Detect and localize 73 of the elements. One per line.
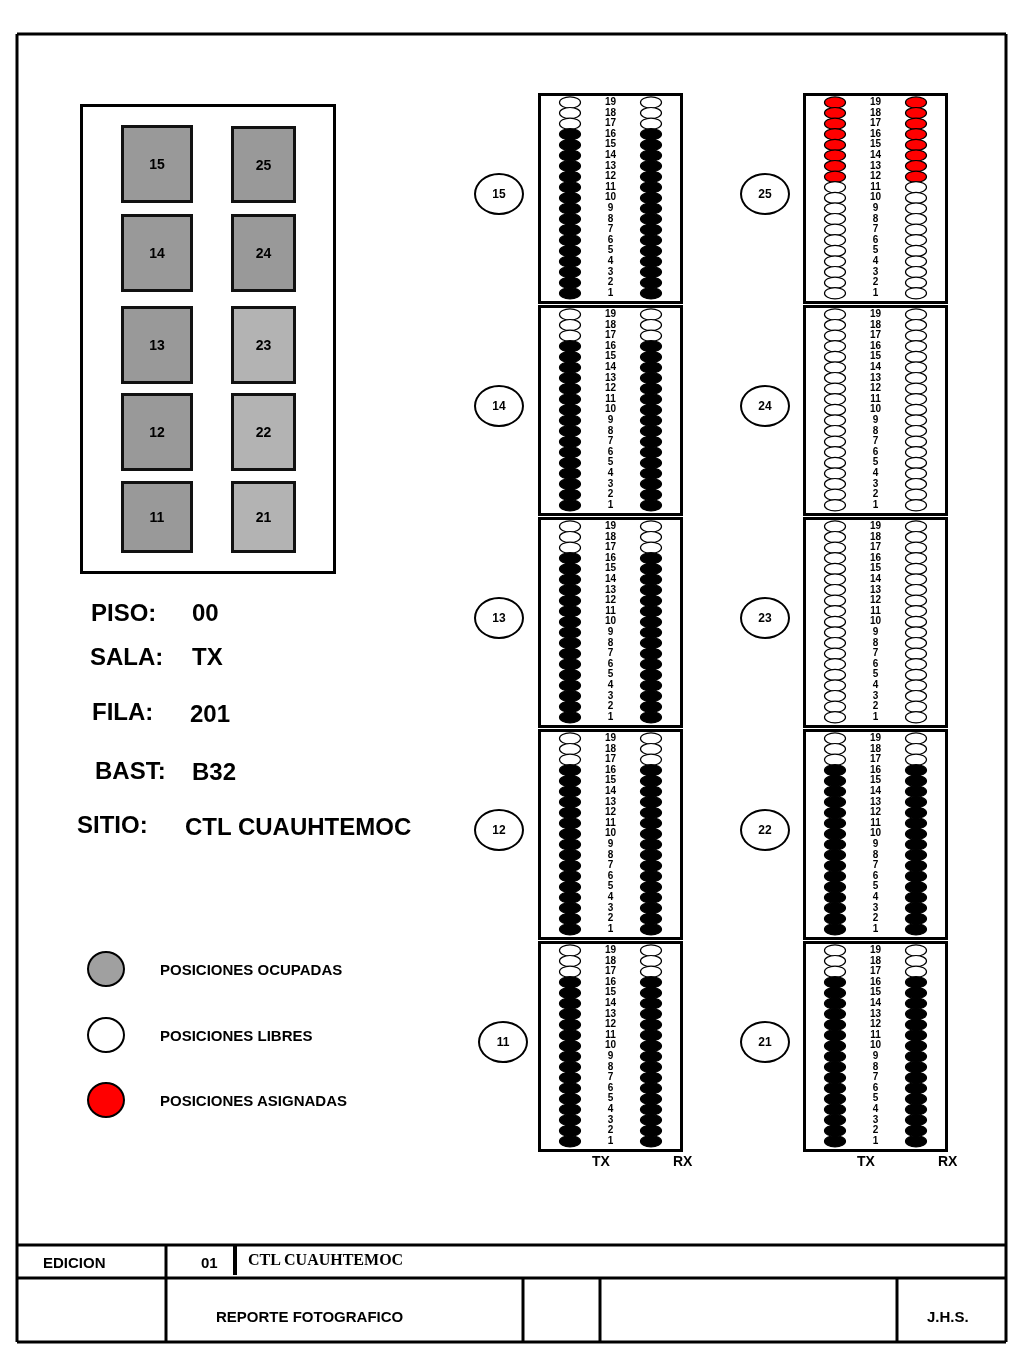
- rack-slot: [121, 306, 193, 384]
- field-label: SITIO:: [77, 811, 148, 839]
- panel-number-circle: [474, 809, 524, 851]
- position-numbers: 19 18 17 16 15 14 13 12 11 10 9 8 7 6 5 4 3 2 1: [869, 97, 882, 299]
- slot-number: 12: [492, 823, 506, 837]
- slot-number: 11: [496, 1035, 510, 1049]
- slot-number: 22: [758, 823, 772, 837]
- table-text: J.H.S.: [927, 1308, 969, 1325]
- slot-number: 15: [492, 187, 506, 201]
- rack-outline: [80, 104, 336, 574]
- field-value: 201: [190, 700, 231, 728]
- column-label: RX: [938, 1153, 958, 1169]
- legend-text: POSICIONES OCUPADAS: [160, 961, 343, 978]
- position-numbers: 19 18 17 16 15 14 13 12 11 10 9 8 7 6 5 4 3 2 1: [604, 309, 617, 511]
- slot-number: 12: [149, 424, 165, 440]
- panel-number-circle: [474, 597, 524, 639]
- rack-slot: [121, 393, 193, 471]
- slot-number: 13: [492, 611, 506, 625]
- field-label: BAST:: [95, 757, 166, 785]
- panel-number-circle: [474, 385, 524, 427]
- position-numbers: 19 18 17 16 15 14 13 12 11 10 9 8 7 6 5 4 3 2 1: [869, 945, 882, 1147]
- slot-number: 11: [149, 509, 165, 525]
- panel-number-circle: [740, 173, 790, 215]
- rack-slot: [231, 126, 296, 203]
- field-label: PISO:: [91, 599, 157, 627]
- position-numbers: 19 18 17 16 15 14 13 12 11 10 9 8 7 6 5 4 3 2 1: [869, 309, 882, 511]
- field-value: TX: [192, 643, 223, 671]
- table-text: EDICION: [43, 1254, 106, 1271]
- position-numbers: 19 18 17 16 15 14 13 12 11 10 9 8 7 6 5 4 3 2 1: [869, 733, 882, 935]
- panel-number-circle: [740, 1021, 790, 1063]
- rack-slot: [231, 393, 296, 471]
- legend-text: POSICIONES ASIGNADAS: [160, 1092, 347, 1109]
- slot-number: 25: [758, 187, 772, 201]
- slot-number: 25: [255, 156, 272, 173]
- position-numbers: 19 18 17 16 15 14 13 12 11 10 9 8 7 6 5 4 3 2 1: [604, 521, 617, 723]
- position-numbers: 19 18 17 16 15 14 13 12 11 10 9 8 7 6 5 4 3 2 1: [869, 521, 882, 723]
- column-label: TX: [857, 1153, 875, 1169]
- position-numbers: 19 18 17 16 15 14 13 12 11 10 9 8 7 6 5 4 3 2 1: [604, 733, 617, 935]
- column-label: TX: [592, 1153, 610, 1169]
- rack-slot: [121, 214, 193, 292]
- panel-number-circle: [740, 385, 790, 427]
- slot-number: 15: [149, 156, 165, 172]
- rack-slot: [121, 481, 193, 553]
- slot-number: 22: [255, 424, 272, 440]
- table-text: CTL CUAUHTEMOC: [248, 1251, 404, 1269]
- field-value: B32: [192, 758, 237, 786]
- rack-slot: [231, 306, 296, 384]
- slot-number: 21: [255, 509, 272, 525]
- table-text: 01: [201, 1254, 218, 1271]
- panel-number-circle: [478, 1021, 528, 1063]
- field-label: SALA:: [90, 643, 164, 671]
- slot-number: 14: [492, 399, 506, 413]
- panel-number-circle: [474, 173, 524, 215]
- column-label: RX: [673, 1153, 693, 1169]
- rack-slot: [121, 125, 193, 203]
- panel-number-circle: [740, 809, 790, 851]
- slot-number: 13: [149, 337, 165, 353]
- slot-number: 23: [758, 611, 772, 625]
- rack-slot: [231, 214, 296, 292]
- field-value: CTL CUAUHTEMOC: [185, 813, 412, 841]
- slot-number: 24: [758, 399, 772, 413]
- panel-number-circle: [740, 597, 790, 639]
- slot-number: 21: [758, 1035, 772, 1049]
- slot-number: 24: [255, 245, 272, 261]
- position-numbers: 19 18 17 16 15 14 13 12 11 10 9 8 7 6 5 4 3 2 1: [604, 97, 617, 299]
- position-numbers: 19 18 17 16 15 14 13 12 11 10 9 8 7 6 5 4 3 2 1: [604, 945, 617, 1147]
- rack-slot: [231, 481, 296, 553]
- table-text: REPORTE FOTOGRAFICO: [216, 1308, 404, 1325]
- field-label: FILA:: [92, 698, 154, 726]
- slot-number: 14: [149, 245, 165, 261]
- field-value: 00: [192, 599, 219, 627]
- slot-number: 23: [255, 337, 272, 353]
- legend-text: POSICIONES LIBRES: [160, 1026, 313, 1044]
